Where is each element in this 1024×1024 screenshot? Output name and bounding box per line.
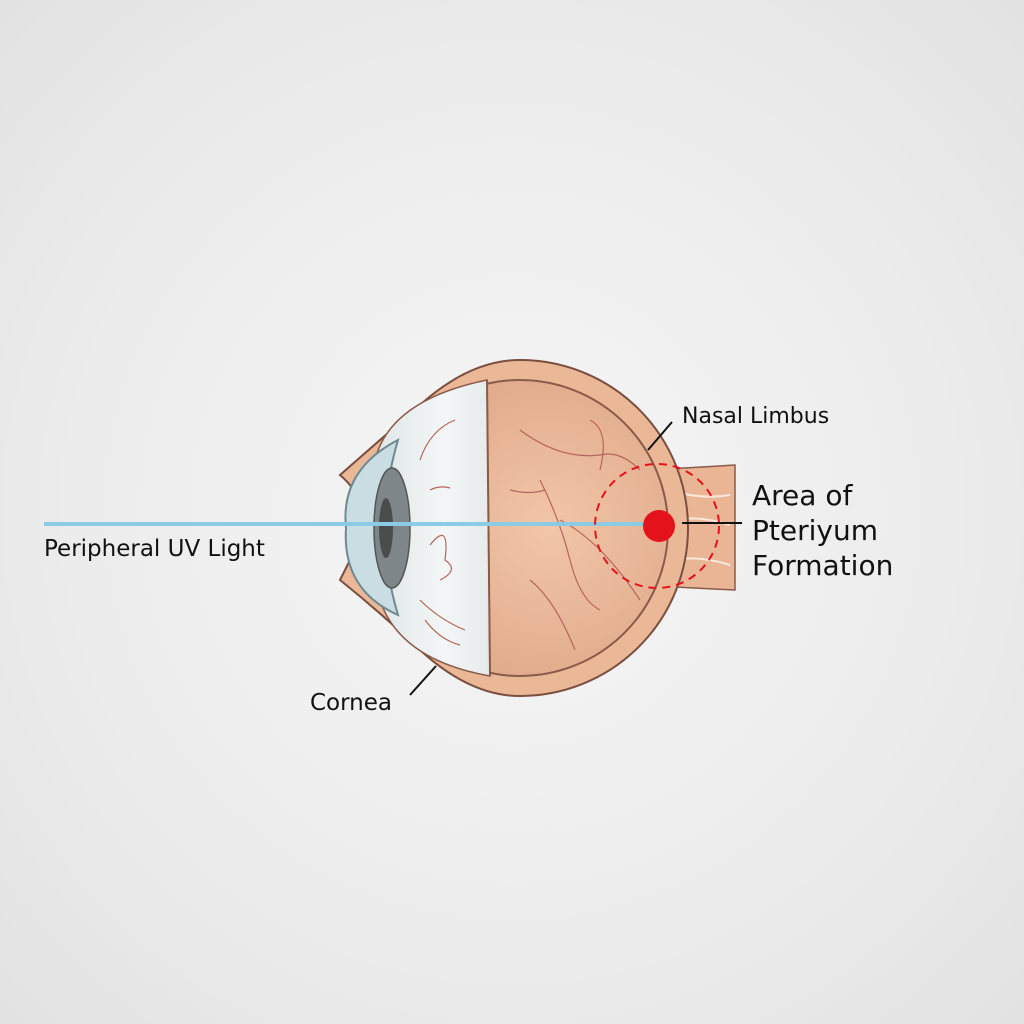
nasal-limbus-leader	[647, 421, 673, 451]
pterygium-area-circle	[594, 463, 720, 589]
area-label-line3: Formation	[752, 549, 893, 582]
cornea-label: Cornea	[310, 690, 392, 716]
pterygium-marker	[643, 510, 675, 542]
uv-light-label: Peripheral UV Light	[44, 536, 265, 562]
area-label-line2: Pteriyum	[752, 514, 878, 547]
pupil	[379, 498, 393, 558]
area-label-line1: Area of	[752, 479, 853, 512]
cornea-leader	[409, 665, 437, 696]
nasal-limbus-label: Nasal Limbus	[682, 404, 829, 429]
